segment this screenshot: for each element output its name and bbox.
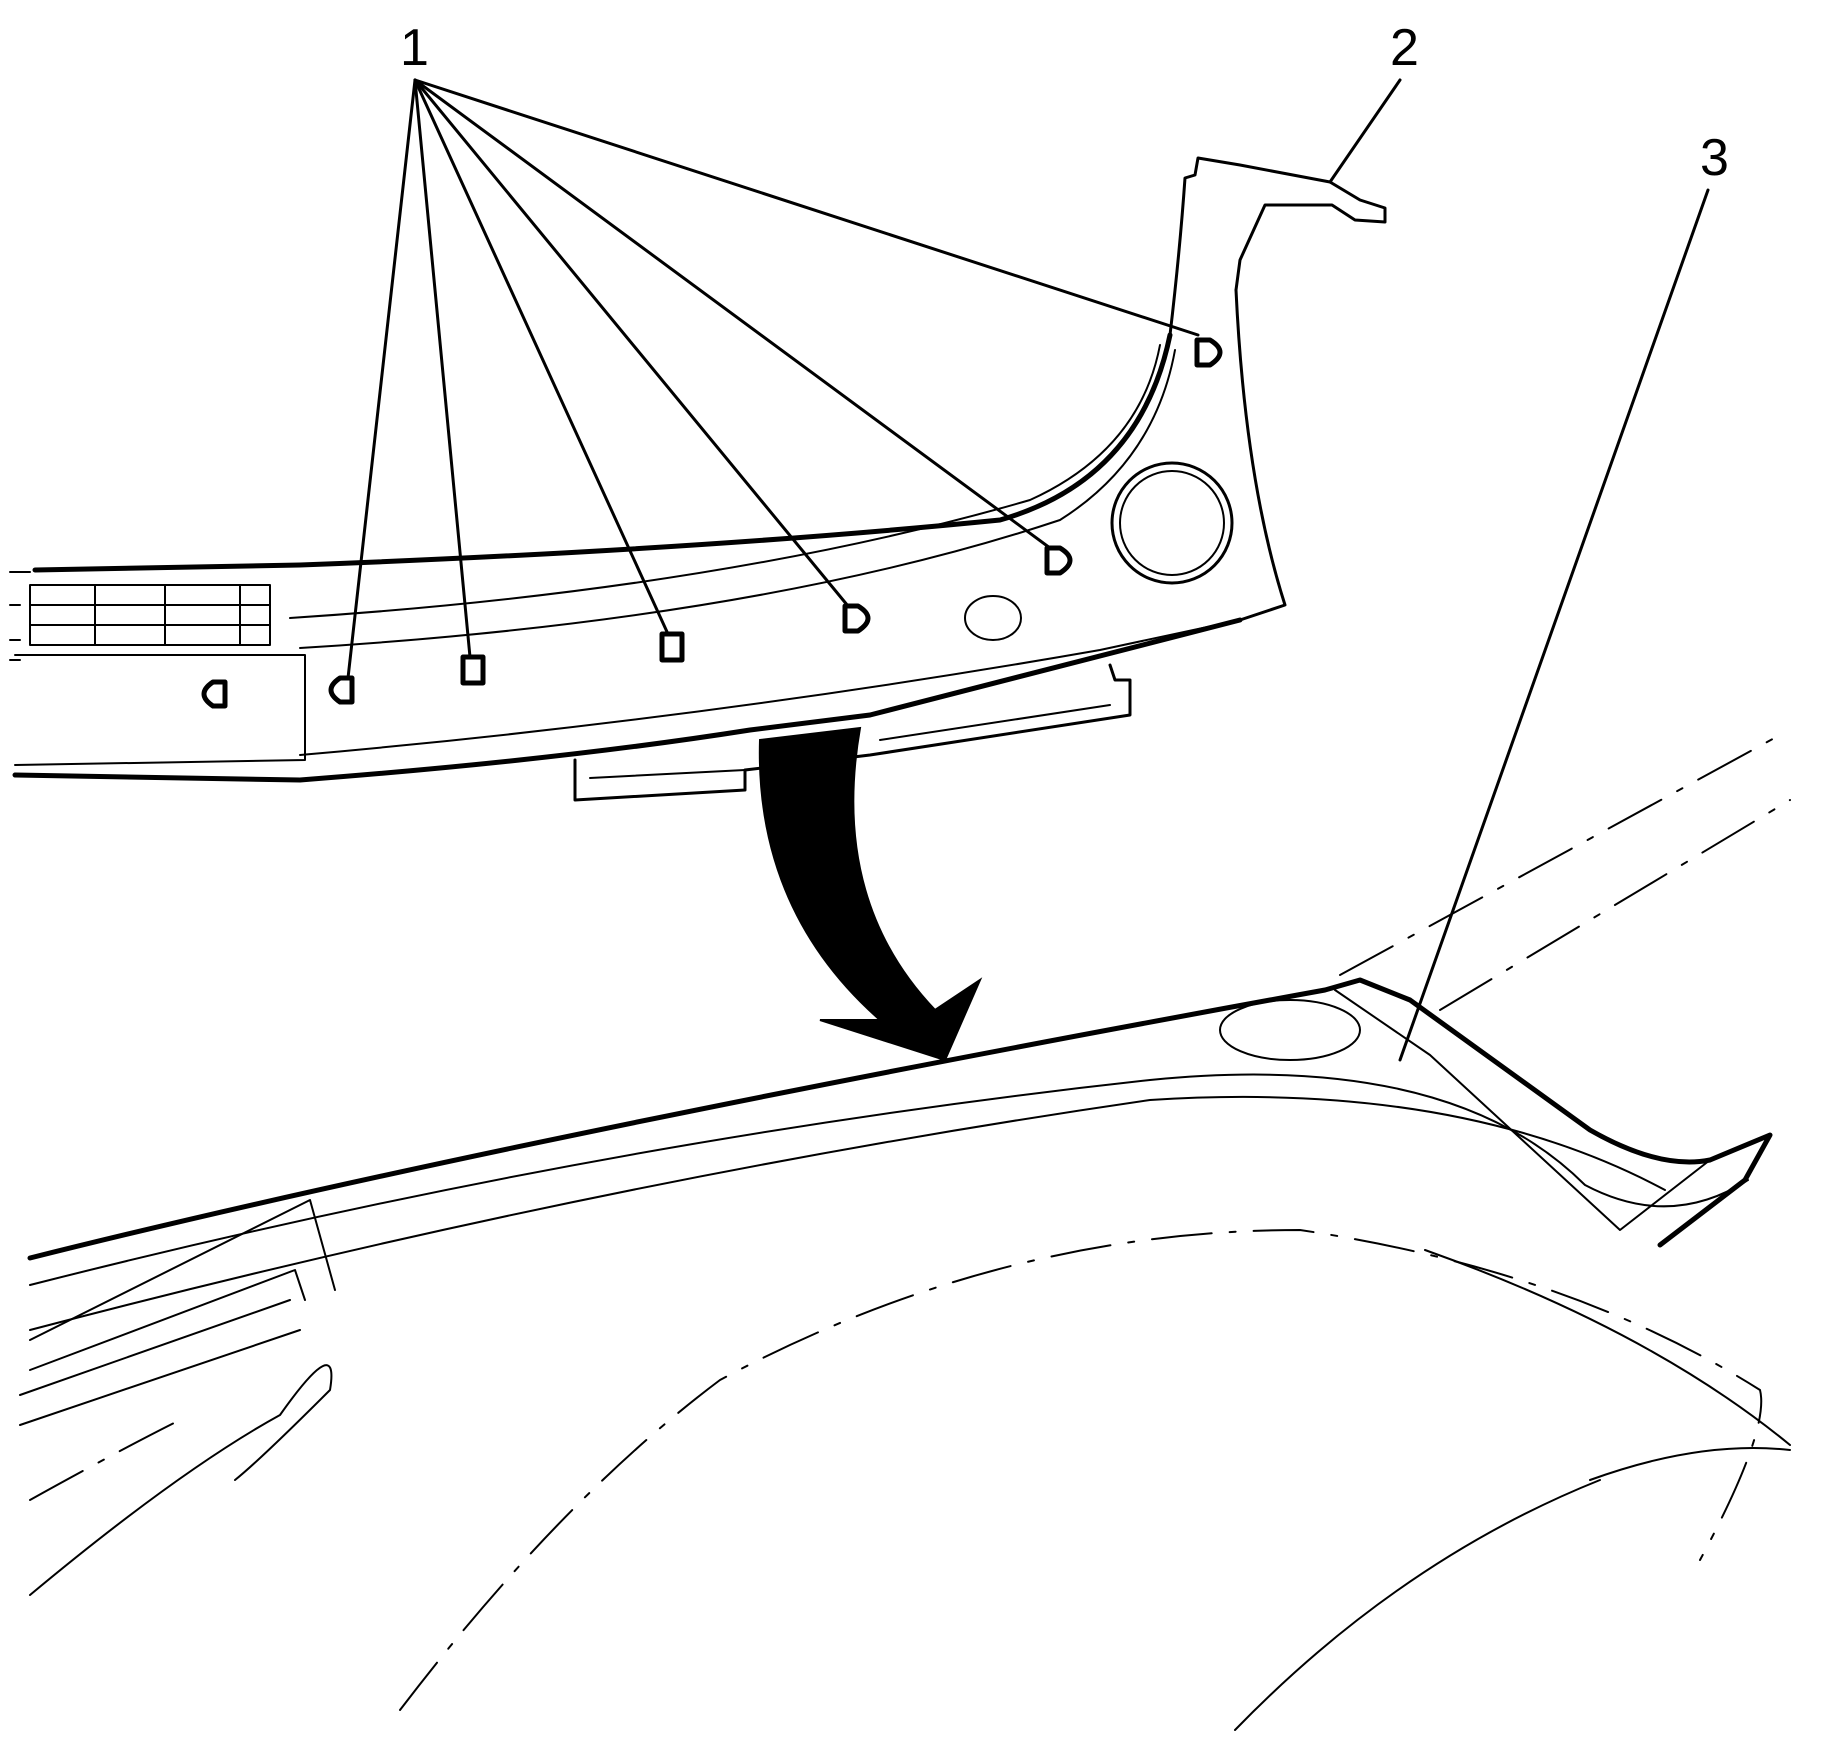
curved-arrow-down-icon (758, 726, 983, 1062)
callout-label-1: 1 (400, 19, 429, 77)
clip-icon (460, 654, 486, 686)
fastener-hole-icon (964, 595, 1022, 641)
clip-icon (201, 679, 228, 709)
vent-grille (29, 584, 271, 646)
callout-label-3: 3 (1700, 129, 1729, 187)
callout-label-2: 2 (1390, 19, 1419, 77)
speaker-grille (1110, 461, 1234, 585)
clip-icon (1044, 545, 1073, 576)
clip-icon (328, 675, 355, 705)
body-structure (19, 734, 1791, 1731)
clip-icon (659, 631, 685, 663)
clip-icon (842, 603, 871, 634)
callout-2: 2 (1328, 19, 1419, 184)
callout-3: 3 (1398, 129, 1729, 1062)
callout-1: 1 (346, 19, 1200, 680)
fastener-hole-icon (1219, 999, 1361, 1061)
trim-panel (9, 156, 1387, 802)
clip-icon (1194, 337, 1223, 368)
